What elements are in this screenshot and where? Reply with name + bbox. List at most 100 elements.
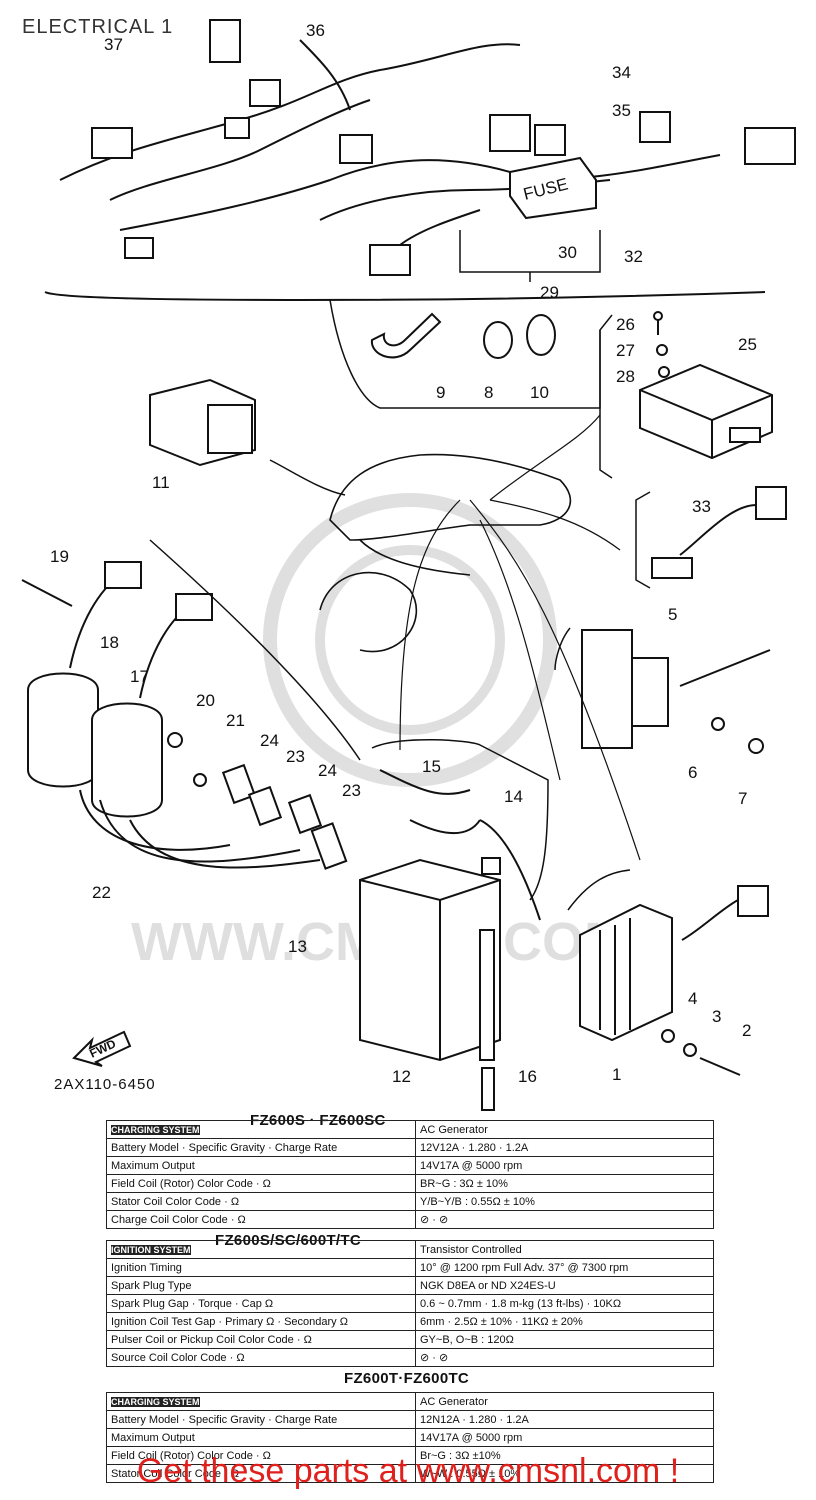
spec-row: Source Coil Color Code · Ω⊘ · ⊘ — [106, 1348, 714, 1367]
callout-8: 8 — [484, 383, 493, 402]
spec-row-label: Field Coil (Rotor) Color Code · Ω — [106, 1174, 416, 1193]
spec-row-value: 12V12A · 1.280 · 1.2A — [415, 1138, 714, 1157]
plug-leads — [79, 789, 321, 869]
callout-22: 22 — [92, 883, 111, 902]
spec-row-value: ⊘ · ⊘ — [415, 1348, 714, 1367]
spec-section-row: CHARGING SYSTEM AC Generator — [106, 1392, 714, 1411]
spec-row-label: Maximum Output — [106, 1428, 416, 1447]
callout-21: 21 — [226, 711, 245, 730]
spec-row-value: NGK D8EA or ND X24ES-U — [415, 1276, 714, 1295]
spec-row-value: ⊘ · ⊘ — [415, 1210, 714, 1229]
callout-34: 34 — [612, 63, 631, 82]
spec-row-label: Source Coil Color Code · Ω — [106, 1348, 416, 1367]
battery-leads — [379, 769, 541, 921]
relay-unit — [149, 378, 256, 467]
spec-table-heading: FZ600T·FZ600TC — [344, 1370, 470, 1387]
callout-32: 32 — [624, 247, 643, 266]
spec-row-value: 6mm · 2.5Ω ± 10% · 11KΩ ± 20% — [415, 1312, 714, 1331]
page-title: ELECTRICAL 1 — [22, 16, 174, 38]
callout-23: 23 — [286, 747, 305, 766]
spec-section-value: AC Generator — [415, 1120, 714, 1139]
spec-section-value: AC Generator — [415, 1392, 714, 1411]
part-code: 2AX110-6450 — [54, 1076, 156, 1093]
callout-15: 15 — [422, 757, 441, 776]
spec-row-value: 0.6 ~ 0.7mm · 1.8 m-kg (13 ft-lbs) · 10K… — [415, 1294, 714, 1313]
spec-row-label: Stator Coil Color Code · Ω — [106, 1192, 416, 1211]
spec-row-value: 14V17A @ 5000 rpm — [415, 1428, 714, 1447]
battery — [359, 858, 501, 1111]
spec-section-label: CHARGING SYSTEM — [111, 1396, 200, 1407]
callout-33: 33 — [692, 497, 711, 516]
clamps-bracket — [329, 299, 601, 409]
spec-row-value: 12N12A · 1.280 · 1.2A — [415, 1410, 714, 1429]
callout-10: 10 — [530, 383, 549, 402]
callout-30: 30 — [558, 243, 577, 262]
spec-row-label: Battery Model · Specific Gravity · Charg… — [106, 1410, 416, 1429]
spec-row-label: Stator Coil Color Code · Ω — [106, 1464, 416, 1483]
spec-row-label: Battery Model · Specific Gravity · Charg… — [106, 1138, 416, 1157]
ignition-coils — [21, 561, 213, 818]
callout-20: 20 — [196, 691, 215, 710]
callout-29: 29 — [540, 283, 559, 302]
clamps — [370, 312, 556, 359]
callout-36: 36 — [306, 21, 325, 40]
sensor-33 — [651, 486, 787, 579]
spec-row: Charge Coil Color Code · Ω⊘ · ⊘ — [106, 1210, 714, 1229]
spec-row: Battery Model · Specific Gravity · Charg… — [106, 1138, 714, 1157]
spec-row-value: GY~B, O~B : 120Ω — [415, 1330, 714, 1349]
leader-lines — [399, 414, 641, 861]
footer-banner[interactable]: Get these parts at www.cmsnl.com ! — [136, 1452, 680, 1490]
callout-37: 37 — [104, 35, 123, 54]
callout-27: 27 — [616, 341, 635, 360]
spec-row-label: Spark Plug Type — [106, 1276, 416, 1295]
callout-7: 7 — [738, 789, 747, 808]
spec-section-value: Transistor Controlled — [415, 1240, 714, 1259]
motorcycle-outline — [319, 453, 572, 653]
callout-13: 13 — [288, 937, 307, 956]
callout-35: 35 — [612, 101, 631, 120]
callout-23: 23 — [342, 781, 361, 800]
spec-row-label: Charge Coil Color Code · Ω — [106, 1210, 416, 1229]
callout-9: 9 — [436, 383, 445, 402]
callout-14: 14 — [504, 787, 523, 806]
rectifier — [579, 885, 769, 1076]
callout-12: 12 — [392, 1067, 411, 1086]
spec-row-label: Ignition Timing — [106, 1258, 416, 1277]
spec-section-label: CHARGING SYSTEM — [111, 1124, 200, 1135]
spec-row: Battery Model · Specific Gravity · Charg… — [106, 1410, 714, 1429]
spec-row-value: BR~G : 3Ω ± 10% — [415, 1174, 714, 1193]
plug-caps — [221, 763, 348, 870]
callout-4: 4 — [688, 989, 697, 1008]
callout-3: 3 — [712, 1007, 721, 1026]
spec-row: Pulser Coil or Pickup Coil Color Code · … — [106, 1330, 714, 1349]
spec-row-label: Maximum Output — [106, 1156, 416, 1175]
callout-19: 19 — [50, 547, 69, 566]
callout-25: 25 — [738, 335, 757, 354]
spec-section-label: IGNITION SYSTEM — [111, 1244, 191, 1255]
harness-bracket — [44, 291, 766, 302]
fuse-bracket — [459, 230, 601, 282]
callout-16: 16 — [518, 1067, 537, 1086]
spec-row-label: Pulser Coil or Pickup Coil Color Code · … — [106, 1330, 416, 1349]
spec-row-value: Y/B~Y/B : 0.55Ω ± 10% — [415, 1192, 714, 1211]
fwd-arrow: FWD — [72, 1030, 132, 1067]
spec-row-value: 14V17A @ 5000 rpm — [415, 1156, 714, 1175]
callout-6: 6 — [688, 763, 697, 782]
callout-1: 1 — [612, 1065, 621, 1084]
callout-24: 24 — [318, 761, 337, 780]
spec-section-row: CHARGING SYSTEM AC Generator — [106, 1120, 714, 1139]
callout-5: 5 — [668, 605, 677, 624]
